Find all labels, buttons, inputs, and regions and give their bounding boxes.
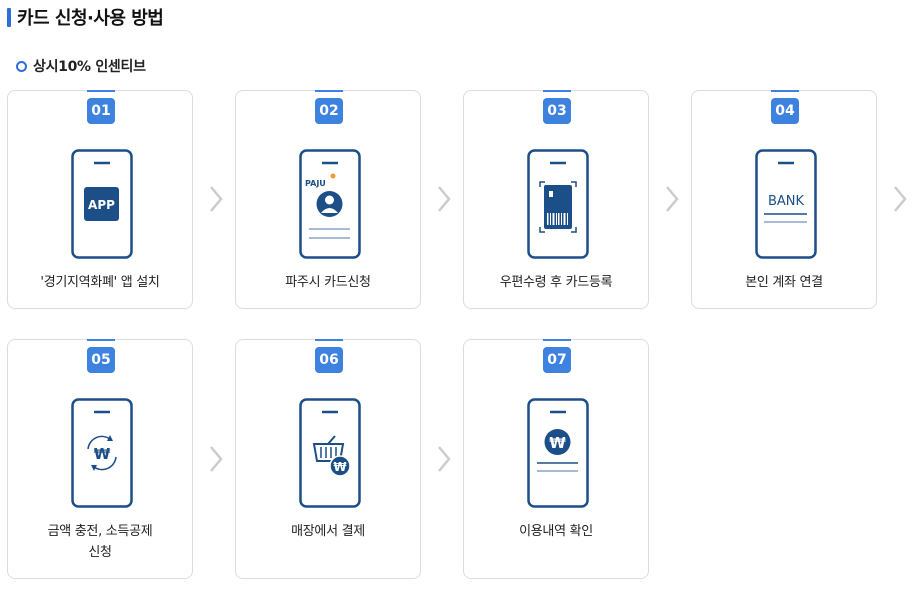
step-number-badge: 03: [543, 90, 571, 124]
section-subtitle: 상시10% 인센티브: [33, 59, 146, 75]
chevron-right-icon: [210, 446, 223, 472]
scan-card-phone-icon: [527, 149, 589, 259]
step-label: 본인 계좌 연결: [745, 275, 823, 290]
step-label: 우편수령 후 카드등록: [499, 275, 613, 290]
won-symbol: ₩: [333, 460, 347, 474]
step-label: 파주시 카드신청: [285, 275, 371, 290]
bank-phone-icon: BANK: [755, 149, 817, 259]
chevron-right-icon: [210, 186, 223, 212]
step-number-badge: 04: [771, 90, 799, 124]
step-number-badge: 06: [315, 339, 343, 373]
step-card-03: 03 우편수령 후 카드등록: [463, 90, 649, 309]
step-number-badge: 02: [315, 90, 343, 124]
step-number-badge: 07: [543, 339, 571, 373]
chevron-right-icon: [666, 186, 679, 212]
step-number-badge: 05: [87, 339, 115, 373]
step-label: '경기지역화폐' 앱 설치: [40, 275, 160, 290]
history-phone-icon: ₩: [527, 398, 589, 508]
card-brand-text: PAJU: [305, 179, 326, 188]
step-number-badge: 01: [87, 90, 115, 124]
app-text: APP: [88, 198, 115, 212]
basket-phone-icon: ₩: [299, 398, 361, 508]
chevron-right-icon: [438, 186, 451, 212]
step-label: 금액 충전, 소득공제 신청: [47, 524, 153, 560]
step-card-05: 05 ₩ 금액 충전, 소득공제 신청: [7, 339, 193, 579]
app-phone-icon: APP: [71, 149, 133, 259]
step-label: 매장에서 결제: [291, 524, 365, 539]
page-title: 카드 신청·사용 방법: [17, 8, 164, 29]
won-symbol: ₩: [549, 434, 566, 452]
step-label: 이용내역 확인: [519, 524, 593, 539]
chevron-right-icon: [894, 186, 907, 212]
bank-text: BANK: [768, 194, 805, 209]
step-card-04: 04 BANK 본인 계좌 연결: [691, 90, 877, 309]
won-symbol: ₩: [94, 445, 111, 463]
card-phone-icon: PAJU: [299, 149, 361, 259]
step-card-02: 02 PAJU 파주시 카드신청: [235, 90, 421, 309]
step-card-06: 06 ₩ 매장에서 결제: [235, 339, 421, 579]
charge-phone-icon: ₩: [71, 398, 133, 508]
chevron-right-icon: [438, 446, 451, 472]
step-card-01: 01 APP '경기지역화폐' 앱 설치: [7, 90, 193, 309]
bullet-circle-icon: [16, 61, 27, 72]
title-accent-bar: [7, 8, 11, 27]
step-card-07: 07 ₩ 이용내역 확인: [463, 339, 649, 579]
